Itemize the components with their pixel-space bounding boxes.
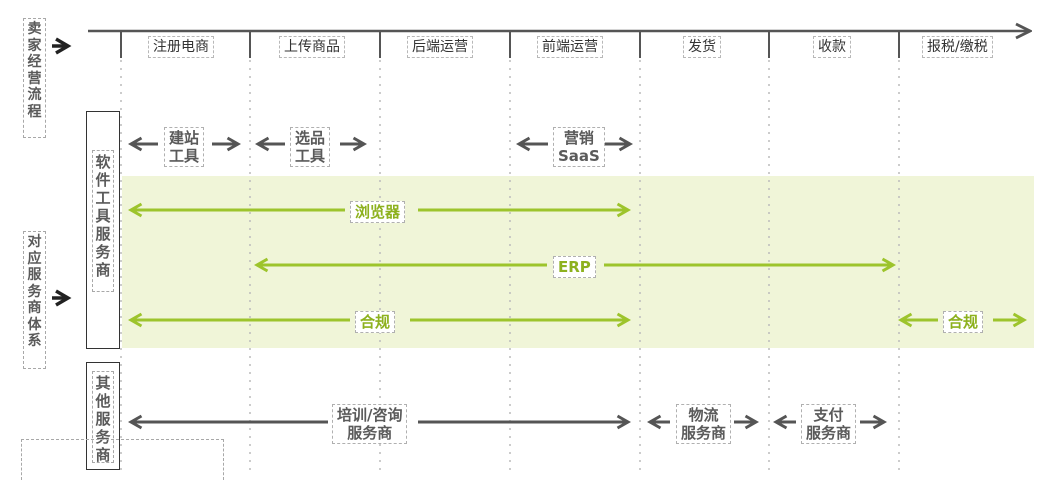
software-group-label: 软件工具服务商 <box>92 150 114 292</box>
erp-label: ERP <box>553 256 596 278</box>
stage-frontend-ops: 前端运营 <box>537 36 603 58</box>
stage-register: 注册电商 <box>148 36 214 58</box>
payment-provider-label: 支付 服务商 <box>801 404 857 444</box>
providers-arrow-icon <box>55 289 72 307</box>
product-selection-label: 选品 工具 <box>290 127 331 167</box>
marketing-saas-label: 营销 SaaS <box>553 127 605 167</box>
partial-dashed-frame <box>21 439 224 480</box>
stage-backend-ops: 后端运营 <box>407 36 473 58</box>
stage-upload: 上传商品 <box>279 36 345 58</box>
stage-payment: 收款 <box>813 36 851 58</box>
site-builder-label: 建站 工具 <box>164 127 205 167</box>
stage-dividers <box>120 31 900 58</box>
stage-tax: 报税/缴税 <box>922 36 993 58</box>
provider-system-label: 对应服务商体系 <box>23 231 46 369</box>
compliance-label: 合规 <box>355 311 396 333</box>
flow-arrow-icon <box>55 37 72 55</box>
training-consulting-label: 培训/咨询 服务商 <box>332 404 408 444</box>
software-group-box: 软件工具服务商 <box>86 111 120 349</box>
seller-flow-label: 卖家经营流程 <box>23 18 46 138</box>
browser-label: 浏览器 <box>350 201 406 223</box>
logistics-provider-label: 物流 服务商 <box>676 404 732 444</box>
compliance-tax-label: 合规 <box>943 311 984 333</box>
stage-shipping: 发货 <box>683 36 721 58</box>
other-group-box: 其他服务商 <box>86 362 120 470</box>
other-group-label: 其他服务商 <box>92 371 114 464</box>
